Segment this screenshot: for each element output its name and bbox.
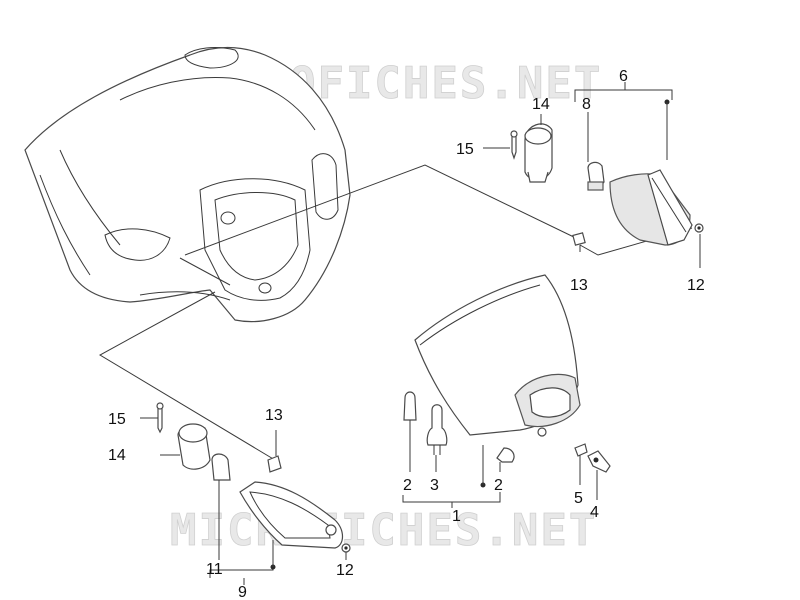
front-fairing-headlight bbox=[403, 274, 611, 473]
callout-1: 1 bbox=[452, 508, 461, 525]
callout-14-bottom: 14 bbox=[108, 447, 126, 464]
callout-6: 6 bbox=[619, 68, 628, 85]
rear-light-assembly-left bbox=[156, 402, 351, 553]
callout-3: 3 bbox=[430, 477, 439, 494]
callout-14-top: 14 bbox=[532, 96, 550, 113]
callout-2-left: 2 bbox=[403, 477, 412, 494]
callout-5: 5 bbox=[574, 490, 583, 507]
callout-13-top: 13 bbox=[570, 277, 588, 294]
callout-numbers: 6 8 14 15 13 12 2 3 2 1 5 4 15 14 13 11 … bbox=[108, 68, 705, 600]
rear-light-assembly-right bbox=[510, 123, 704, 246]
scooter-front-body bbox=[24, 46, 351, 323]
watermark-bottom: MICROFICHES.NET bbox=[170, 505, 597, 556]
callout-4: 4 bbox=[590, 504, 599, 521]
callout-13-bottom: 13 bbox=[265, 407, 283, 424]
callout-12-bottom: 12 bbox=[336, 562, 354, 579]
callout-15-top: 15 bbox=[456, 141, 474, 158]
callout-8: 8 bbox=[582, 96, 591, 113]
callout-15-bottom: 15 bbox=[108, 411, 126, 428]
callout-9: 9 bbox=[238, 584, 247, 600]
callout-12-top: 12 bbox=[687, 277, 705, 294]
callout-11: 11 bbox=[206, 561, 223, 578]
callout-leaders bbox=[140, 82, 701, 585]
callout-2-right: 2 bbox=[494, 477, 503, 494]
